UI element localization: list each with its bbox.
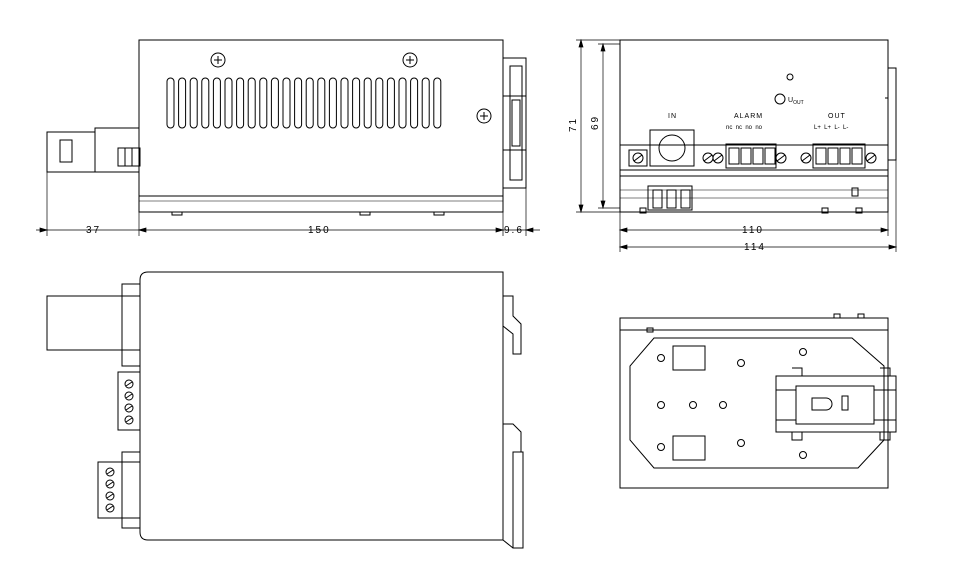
din-rail-clip: [502, 57, 527, 189]
out-pins-label: L+ L+ L- L-: [814, 125, 848, 131]
vent-slot: [421, 77, 430, 129]
vent-slot: [282, 77, 291, 129]
vent-slot: [270, 77, 279, 129]
mounting-hole: [737, 359, 745, 367]
vent-slot: [294, 77, 303, 129]
terminal-screw-icon: [124, 391, 134, 401]
out-terminal-block: [812, 143, 866, 169]
screw-icon: [402, 52, 418, 68]
side-body: [138, 39, 504, 197]
mounting-hole: [657, 401, 665, 409]
terminal-screw-icon: [105, 503, 115, 513]
mounting-hole: [799, 451, 807, 459]
dim-69-label: 69: [590, 115, 601, 130]
mounting-hole: [799, 348, 807, 356]
vent-slot: [166, 77, 175, 129]
terminal-screw-icon: [105, 491, 115, 501]
vent-slot: [328, 77, 337, 129]
mounting-hole: [657, 354, 665, 362]
front-dimension-lines: [576, 38, 898, 252]
side-base-plate: [138, 195, 504, 213]
din-clip-bottom: [775, 367, 897, 441]
out-label: OUT: [828, 113, 846, 120]
vent-slot: [178, 77, 187, 129]
dim-9-6-label: 9.6: [504, 225, 524, 236]
dim-110-label: 110: [742, 225, 764, 236]
dim-150-label: 150: [308, 225, 331, 236]
top-body: [139, 271, 504, 541]
input-socket: [647, 129, 695, 211]
side-view: 37 150 9.6: [36, 39, 540, 236]
terminal-screw-icon: [105, 467, 115, 477]
terminal-screw-icon: [702, 152, 714, 164]
vent-slot: [352, 77, 361, 129]
terminal-block-top: [97, 451, 141, 529]
alarm-terminal-block: [725, 143, 777, 169]
uout-label: UOUT: [788, 97, 804, 106]
uout-potentiometer: [774, 93, 786, 105]
din-clip-top: [502, 295, 524, 549]
vent-slot: [317, 77, 326, 129]
alarm-pins-label: nc nc no no: [726, 125, 763, 131]
terminal-screw-icon: [124, 415, 134, 425]
terminal-screw-icon: [775, 152, 787, 164]
terminal-screw-icon: [124, 379, 134, 389]
in-label: IN: [668, 113, 677, 120]
terminal-screw-icon: [124, 403, 134, 413]
side-feet: [171, 212, 445, 216]
vent-slot: [247, 77, 256, 129]
vent-slot: [259, 77, 268, 129]
mounting-plate: [629, 337, 885, 469]
terminal-screw-icon: [712, 152, 724, 164]
top-view: [46, 271, 524, 549]
dim-37-label: 37: [86, 225, 101, 236]
vent-slot: [305, 77, 314, 129]
vent-slot: [386, 77, 395, 129]
vent-slot: [224, 77, 233, 129]
bottom-view: [619, 313, 897, 489]
alarm-label: ALARM: [734, 113, 763, 120]
vent-slot: [410, 77, 419, 129]
vent-slot: [375, 77, 384, 129]
terminal-block-top: [117, 371, 141, 431]
input-connector-top: [46, 283, 141, 367]
mounting-holes: [657, 348, 807, 459]
vent-slot: [212, 77, 221, 129]
indicator-led: [786, 73, 794, 81]
vent-slot: [433, 77, 442, 129]
mounting-hole: [737, 439, 745, 447]
vent-slot: [189, 77, 198, 129]
terminal-screw-icon: [800, 152, 812, 164]
terminal-screw-icon: [865, 152, 877, 164]
screw-icon: [210, 52, 226, 68]
bottom-body: [619, 317, 889, 489]
vent-slot: [236, 77, 245, 129]
terminal-screw-icon: [105, 479, 115, 489]
mounting-hole: [719, 401, 727, 409]
vent-slot: [398, 77, 407, 129]
vent-slots: [166, 77, 442, 129]
vent-slot: [201, 77, 210, 129]
dim-114-label: 114: [744, 242, 766, 253]
front-feet: [639, 187, 863, 214]
terminal-screw-icon: [628, 149, 648, 167]
dim-71-label: 71: [568, 117, 579, 132]
mounting-hole: [657, 443, 665, 451]
vent-slot: [340, 77, 349, 129]
screw-icon: [476, 108, 492, 124]
front-view: IN ALARM nc nc no no UOUT OUT L+ L+ L- L…: [568, 38, 898, 253]
mounting-hole: [689, 401, 697, 409]
input-connector: [46, 127, 141, 173]
side-dimension-lines: [36, 172, 540, 236]
front-body: [619, 39, 889, 213]
vent-slot: [363, 77, 372, 129]
